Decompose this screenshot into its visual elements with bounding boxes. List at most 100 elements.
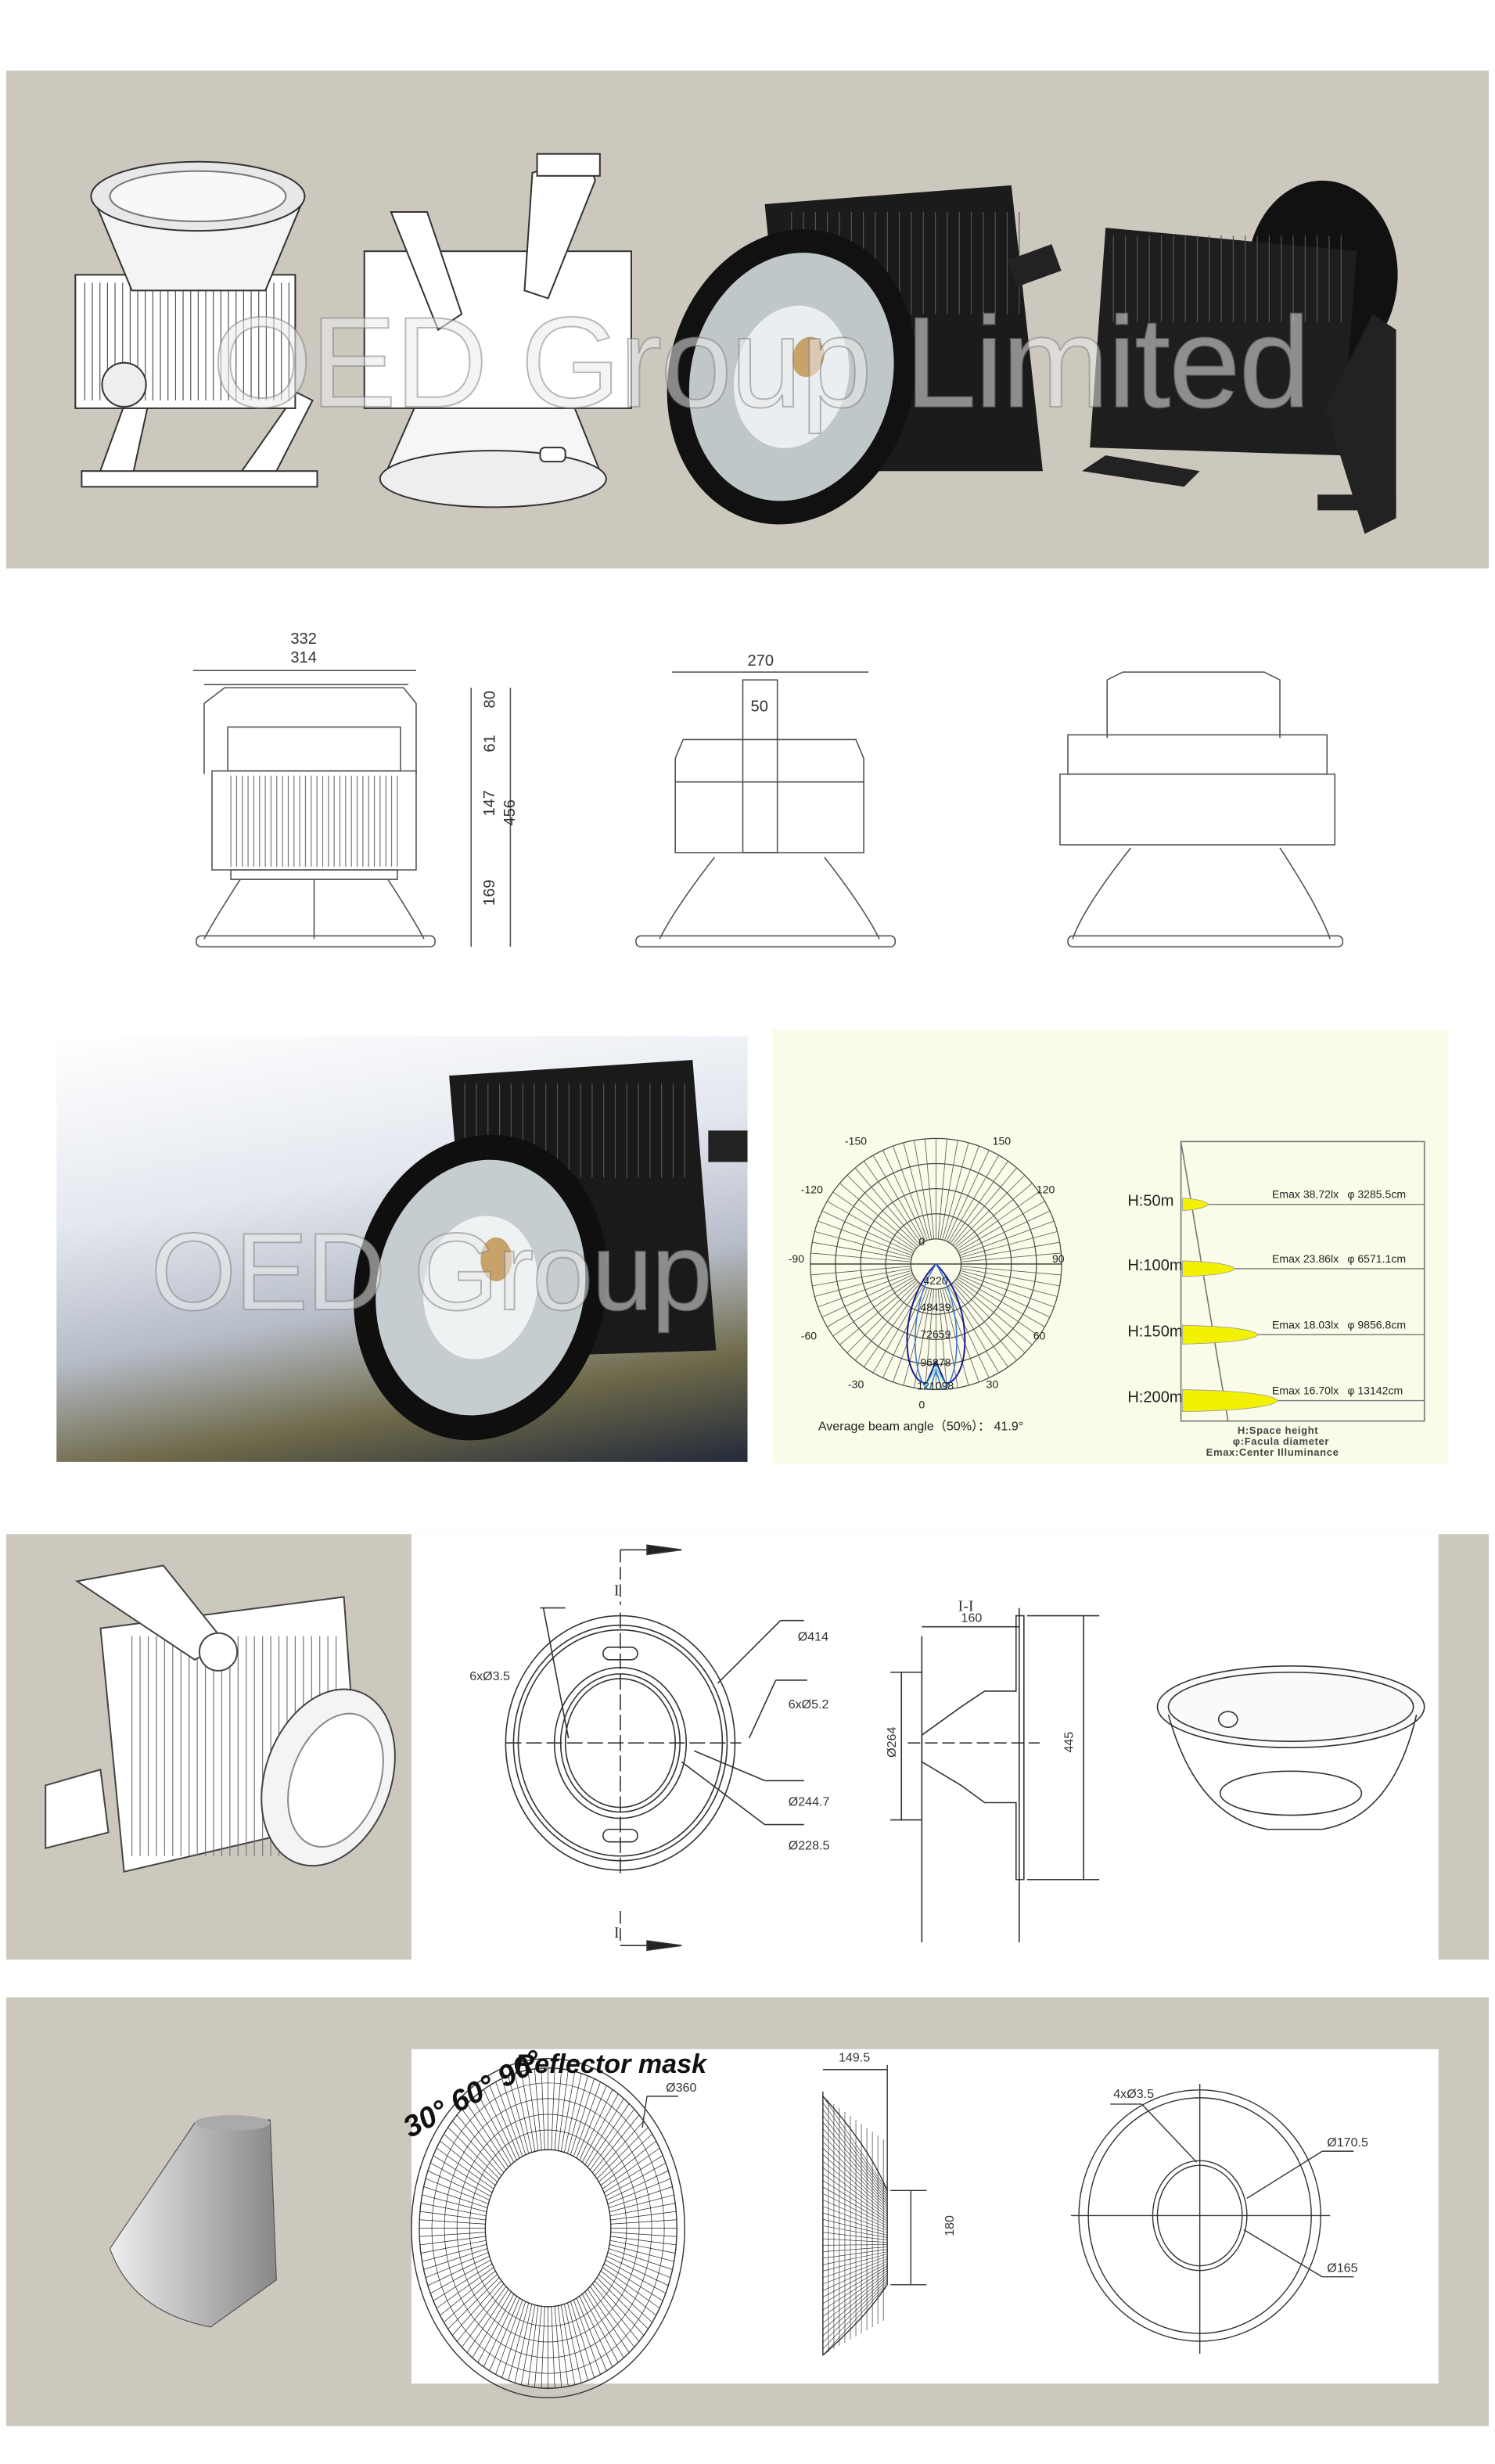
dim-side-width: 270 bbox=[747, 653, 774, 671]
polar-spoke bbox=[827, 1276, 915, 1327]
cone-facet-line bbox=[822, 2284, 888, 2356]
facet-line bbox=[579, 2089, 613, 2160]
facet-line bbox=[514, 2073, 533, 2153]
facet-line bbox=[576, 2297, 607, 2372]
facet-line bbox=[477, 2293, 515, 2363]
facet-line bbox=[508, 2075, 530, 2154]
facula-diameter-value: φ 6571.1cm bbox=[1347, 1254, 1407, 1266]
product-renders bbox=[74, 153, 1398, 534]
dim-total-height: 456 bbox=[502, 799, 520, 826]
facula-diameter-value: φ 3285.5cm bbox=[1347, 1190, 1407, 1201]
facet-line bbox=[419, 2232, 486, 2237]
legend-facula-diameter: φ:Facula diameter bbox=[1232, 1436, 1330, 1448]
cone-facet-line bbox=[822, 2121, 888, 2200]
section-mark-bottom: I bbox=[613, 1925, 620, 1943]
facet-line bbox=[600, 2140, 656, 2186]
cone-facet-line bbox=[822, 2206, 888, 2231]
facet-line bbox=[603, 2155, 663, 2193]
facet-line bbox=[514, 2304, 533, 2383]
light-spot bbox=[1182, 1260, 1236, 1277]
facet-line bbox=[423, 2186, 488, 2208]
luminaire-render-white-front bbox=[74, 160, 318, 488]
polar-spoke bbox=[937, 1288, 947, 1389]
dim-d228-5: Ø228.5 bbox=[788, 1838, 830, 1853]
polar-spoke bbox=[812, 1241, 911, 1260]
facet-line bbox=[425, 2252, 489, 2279]
polar-spoke bbox=[961, 1252, 1062, 1263]
light-spot bbox=[1182, 1389, 1279, 1413]
facet-line bbox=[557, 2305, 569, 2387]
section-title: I-I bbox=[958, 1598, 974, 1616]
dim-body-height: 147 bbox=[481, 790, 500, 817]
polar-spoke bbox=[882, 1286, 926, 1378]
cone-facet-line bbox=[822, 2218, 888, 2236]
facet-line bbox=[423, 2248, 488, 2270]
polar-spoke bbox=[839, 1183, 918, 1248]
dim-holes-4x3-5: 4xØ3.5 bbox=[1113, 2086, 1155, 2101]
reflector-cone-render bbox=[109, 2114, 277, 2328]
facet-line bbox=[462, 2286, 507, 2347]
facet-line bbox=[462, 2109, 507, 2171]
polar-ring-label: 121098 bbox=[917, 1381, 954, 1393]
facet-line bbox=[610, 2219, 677, 2225]
facet-line bbox=[508, 2302, 530, 2381]
section-mark-top: I bbox=[613, 1582, 620, 1600]
polar-spoke bbox=[863, 1161, 922, 1244]
facet-line bbox=[430, 2260, 491, 2294]
cone-facet-line bbox=[822, 2212, 888, 2233]
facet-ring bbox=[469, 2129, 627, 2327]
cone-facet-line bbox=[822, 2193, 888, 2226]
polar-spoke bbox=[950, 1161, 1008, 1244]
facet-line bbox=[456, 2114, 505, 2173]
polar-spoke bbox=[914, 1140, 933, 1240]
facet-line bbox=[598, 2274, 652, 2323]
facet-line bbox=[444, 2274, 498, 2323]
cone-facet-line bbox=[822, 2102, 888, 2193]
polar-spoke bbox=[810, 1252, 911, 1263]
facet-line bbox=[584, 2098, 624, 2165]
dim-bracket-width: 50 bbox=[750, 699, 768, 717]
facet-line bbox=[554, 2306, 562, 2388]
facet-line bbox=[527, 2070, 539, 2151]
facet-line bbox=[433, 2263, 493, 2301]
cone-facet-line bbox=[822, 2160, 888, 2214]
facet-line bbox=[587, 2289, 630, 2353]
cone-facet-line bbox=[822, 2270, 888, 2317]
cone-facet-line bbox=[822, 2186, 888, 2224]
legend-space-height: H:Space height bbox=[1237, 1425, 1319, 1437]
center-illuminance-value: Emax 18.03lx bbox=[1271, 1320, 1339, 1332]
facet-line bbox=[570, 2078, 595, 2155]
facet-line bbox=[447, 2127, 500, 2179]
cone-facet-line bbox=[822, 2275, 888, 2330]
cone-facet-line bbox=[822, 2115, 888, 2198]
reflector-mask-panel: Reflector mask 30° 60° 90° Ø360 149.5 18… bbox=[6, 1997, 1490, 2426]
polar-spoke bbox=[960, 1270, 1058, 1297]
polar-spoke bbox=[821, 1274, 914, 1318]
polar-spoke bbox=[893, 1288, 928, 1383]
cone-facet-line bbox=[822, 2167, 888, 2217]
facet-line bbox=[576, 2085, 607, 2159]
facet-line bbox=[592, 2283, 640, 2342]
facet-line bbox=[427, 2170, 490, 2200]
legend-center-illuminance: Emax:Center Illuminance bbox=[1206, 1447, 1339, 1459]
facet-line bbox=[472, 2098, 512, 2165]
cone-facet-line bbox=[822, 2109, 888, 2196]
polar-spoke bbox=[958, 1276, 1045, 1327]
facet-line bbox=[596, 2127, 649, 2179]
space-height-label: H:150m bbox=[1127, 1324, 1183, 1342]
space-height-label: H:50m bbox=[1127, 1193, 1174, 1211]
facet-line bbox=[592, 2114, 640, 2173]
facet-line bbox=[422, 2244, 487, 2262]
space-height-label: H:200m bbox=[1127, 1389, 1183, 1407]
facet-line bbox=[551, 2306, 555, 2388]
facet-line bbox=[430, 2162, 491, 2196]
cone-facet-line bbox=[822, 2268, 888, 2311]
watermark-photo: OED Group Limited bbox=[150, 1210, 748, 1334]
cone-facet-line bbox=[822, 2263, 888, 2297]
dim-width-outer: 332 bbox=[290, 630, 317, 649]
facet-line bbox=[419, 2236, 486, 2246]
luminaire-render-black-angled bbox=[1082, 180, 1398, 534]
cone-facet-line bbox=[822, 2256, 888, 2279]
polar-spoke bbox=[914, 1288, 933, 1388]
